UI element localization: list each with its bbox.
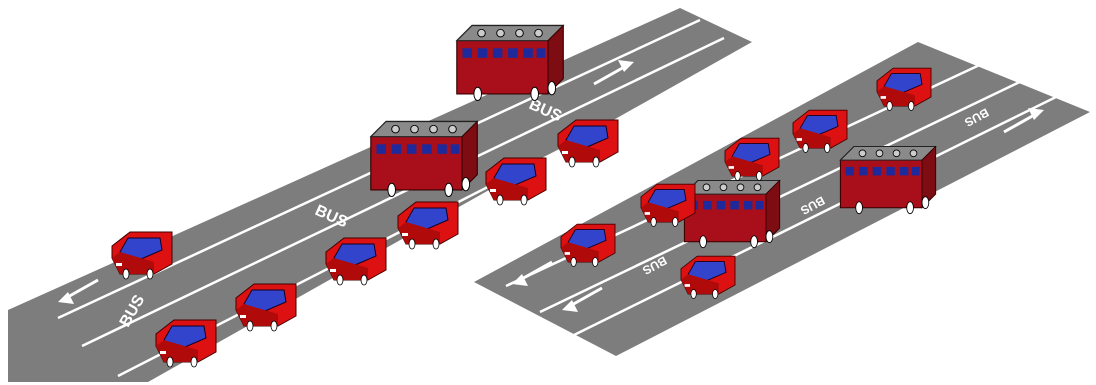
- left-road-car-4: [325, 237, 387, 286]
- right-lane-line-2: [539, 76, 1029, 314]
- left-road-bus-2: [370, 120, 478, 198]
- left-road-car-6: [155, 319, 217, 368]
- left-road-arrow-up-right-2: [640, 96, 684, 124]
- right-road-surface: [474, 42, 1090, 356]
- right-lane-line-3: [571, 94, 1059, 338]
- left-road-car-2: [485, 157, 547, 206]
- left-road-car-1: [557, 119, 619, 168]
- left-lane-line-2: [81, 36, 725, 348]
- left-road-car-5: [235, 283, 297, 332]
- right-road-bus-2: [683, 179, 781, 249]
- right-road-bus-1: [839, 145, 937, 215]
- left-road-car-3: [397, 201, 459, 250]
- left-road-surface: [8, 8, 752, 382]
- left-road-bus-1: [456, 24, 564, 102]
